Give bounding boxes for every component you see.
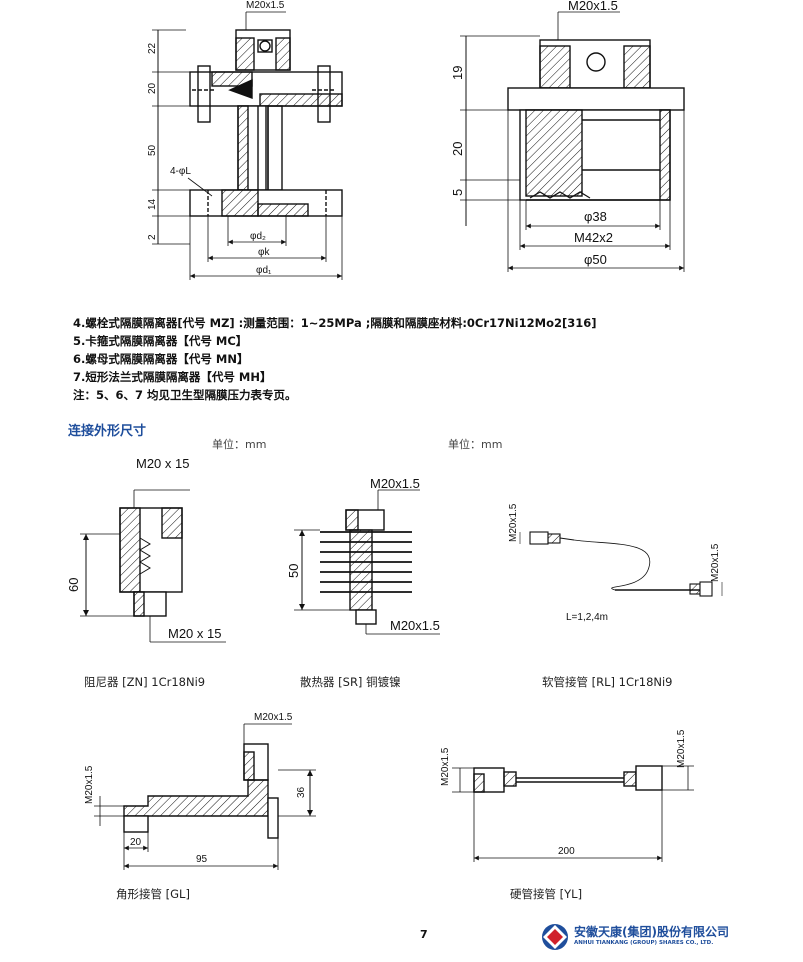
- zn-bottom-thread: M20 x 15: [168, 626, 221, 641]
- caption-gl: 角形接管 [GL]: [116, 887, 190, 901]
- note-line: 6.螺母式隔膜隔离器【代号 MN】: [73, 352, 249, 366]
- mz-d2: φd₂: [250, 231, 266, 242]
- zn-drawing: [80, 489, 226, 643]
- company-logo: 安徽天康(集团)股份有限公司 ANHUI TIANKANG (GROUP) SH…: [540, 920, 740, 954]
- gl-drawing: [94, 723, 316, 870]
- notes-block: 4.螺栓式隔膜隔离器[代号 MZ] :测量范围：1~25MPa ;隔膜和隔膜座材…: [73, 314, 596, 404]
- note-line: 5.卡箍式隔膜隔离器【代号 MC】: [73, 334, 248, 348]
- yl-left-thread: M20x1.5: [440, 747, 451, 786]
- note-line: 注：5、6、7 均见卫生型隔膜压力表专页。: [73, 388, 297, 402]
- mz-hole-label: 4-φL: [170, 166, 191, 177]
- mc-drawing: [460, 11, 685, 272]
- mz-dim-14: 14: [147, 198, 158, 210]
- note-line: 4.螺栓式隔膜隔离器[代号 MZ] :测量范围：1~25MPa ;隔膜和隔膜座材…: [73, 316, 597, 330]
- rl-drawing: [519, 531, 723, 597]
- rl-length: L=1,2,4m: [566, 612, 608, 623]
- gl-height: 36: [296, 786, 307, 798]
- caption-sr: 散热器 [SR] 铜镀镍: [300, 675, 401, 689]
- mc-dim-20: 20: [450, 142, 465, 156]
- section-title: 连接外形尺寸: [68, 424, 147, 439]
- mc-top-thread: M20x1.5: [568, 0, 618, 13]
- gl-short: 20: [130, 837, 142, 848]
- sr-top-thread: M20x1.5: [370, 476, 420, 491]
- sr-height: 50: [286, 564, 301, 578]
- mz-top-thread: M20x1.5: [246, 0, 285, 11]
- zn-top-thread: M20 x 15: [136, 456, 189, 471]
- logo-mark-icon: [542, 924, 568, 950]
- company-name-en: ANHUI TIANKANG (GROUP) SHARES CO., LTD.: [574, 940, 714, 946]
- yl-length: 200: [558, 846, 575, 857]
- yl-right-thread: M20x1.5: [676, 729, 687, 768]
- sr-drawing: [294, 489, 440, 635]
- caption-zn: 阻尼器 [ZN] 1Cr18Ni9: [84, 675, 206, 689]
- zn-height: 60: [66, 578, 81, 592]
- sr-bottom-thread: M20x1.5: [390, 618, 440, 633]
- caption-yl: 硬管接管 [YL]: [510, 887, 583, 901]
- caption-rl: 软管接管 [RL] 1Cr18Ni9: [542, 675, 673, 689]
- page-number: 7: [420, 928, 428, 941]
- mz-dim-50: 50: [147, 144, 158, 156]
- mc-phi50: φ50: [584, 252, 607, 267]
- mc-m42: M42x2: [574, 230, 613, 245]
- unit-label-left: 单位：mm: [212, 438, 267, 451]
- yl-drawing: [452, 765, 694, 862]
- mz-d1: φd₁: [256, 265, 272, 276]
- mz-dim-2: 2: [147, 234, 158, 240]
- note-line: 7.短形法兰式隔膜隔离器【代号 MH】: [73, 370, 272, 384]
- mz-k: φk: [258, 247, 270, 258]
- mc-phi38: φ38: [584, 209, 607, 224]
- gl-left-thread: M20x1.5: [84, 765, 95, 804]
- mc-dim-19: 19: [450, 66, 465, 80]
- company-name-cn: 安徽天康(集团)股份有限公司: [574, 925, 729, 939]
- rl-right-thread: M20x1.5: [710, 543, 721, 582]
- mz-dim-20: 20: [147, 82, 158, 94]
- unit-label-right: 单位：mm: [448, 438, 503, 451]
- mz-drawing: [152, 11, 343, 280]
- mc-dim-5: 5: [450, 189, 465, 196]
- rl-left-thread: M20x1.5: [508, 503, 519, 542]
- gl-length: 95: [196, 854, 208, 865]
- gl-top-thread: M20x1.5: [254, 712, 293, 723]
- mz-dim-22: 22: [147, 42, 158, 54]
